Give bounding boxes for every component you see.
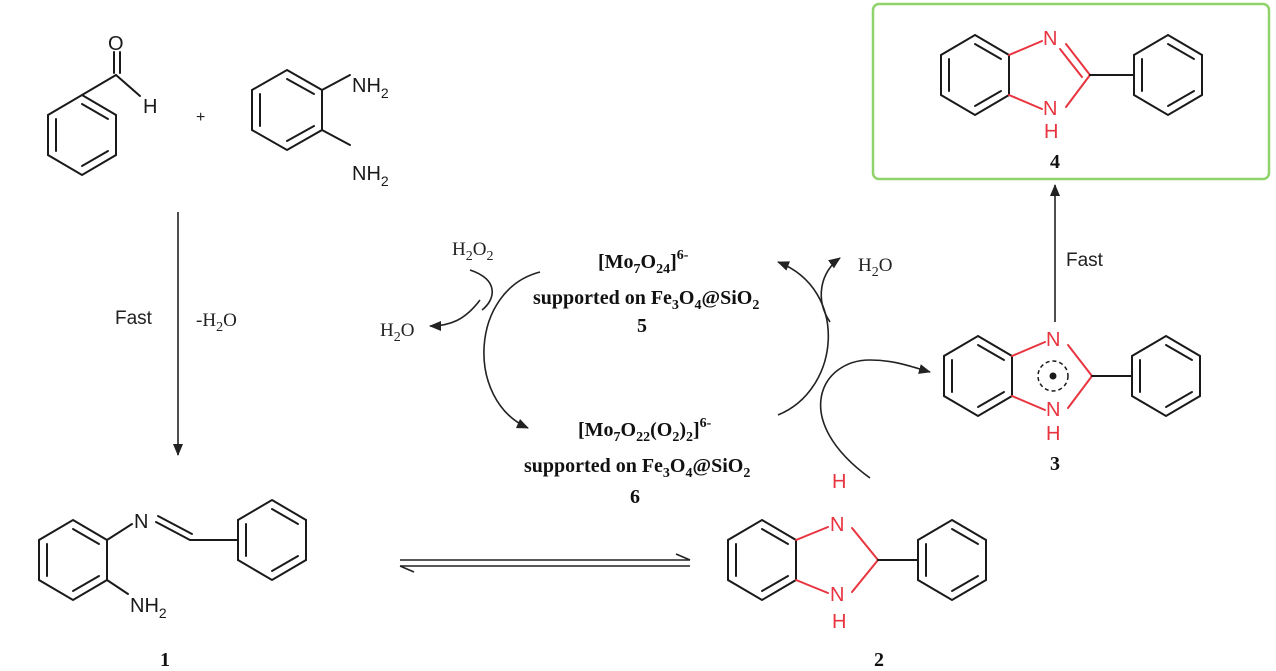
- nh-bottom-h: H: [832, 611, 846, 633]
- product-n-bottom: N: [1043, 98, 1057, 120]
- product-box: [871, 2, 1271, 181]
- compound-4: N N H: [940, 28, 1203, 143]
- o-phenylenediamine: NH2 NH2: [251, 68, 389, 189]
- compound-number-3: 3: [1050, 453, 1060, 475]
- arrow-label-water: -H2O: [196, 310, 237, 335]
- nh2-top-label: NH2: [352, 75, 389, 101]
- catalyst-5-support: supported on Fe3O4@SiO2: [533, 287, 759, 313]
- plus-sign: +: [196, 109, 205, 126]
- h2o-left-label: H2O: [380, 320, 414, 345]
- oxidation-arc: [819, 359, 931, 479]
- h2o2-input-arc: [469, 269, 494, 311]
- nh-top-n: N: [830, 514, 844, 536]
- imine-n-label: N: [134, 511, 148, 533]
- compound-number-4: 4: [1050, 151, 1060, 173]
- catalyst-6-support: supported on Fe3O4@SiO2: [524, 455, 750, 481]
- h2o-right-output-arc: [820, 257, 841, 323]
- radical-h-bottom: H: [1046, 423, 1060, 445]
- catalytic-cycle: H2O2 H2O H2O [Mo7O24]6- supported on Fe3…: [380, 239, 931, 508]
- radical-n-top: N: [1046, 329, 1060, 351]
- equilibrium-arrows: [399, 553, 691, 573]
- h2o-right-label: H2O: [858, 255, 892, 280]
- oxygen-label: O: [108, 33, 124, 55]
- product-n-top: N: [1043, 28, 1057, 50]
- compound-number-5: 5: [637, 315, 647, 337]
- compound-number-6: 6: [630, 486, 640, 508]
- nh2-bottom-label: NH2: [352, 163, 389, 189]
- arrow-label-fast: Fast: [115, 308, 153, 329]
- arrow-up-label: Fast: [1066, 250, 1104, 271]
- nh-top-h: H: [832, 471, 846, 493]
- radical-n-bottom: N: [1046, 399, 1060, 421]
- nh2-label: NH2: [130, 595, 167, 621]
- compound-1: N NH2: [38, 498, 307, 621]
- benzaldehyde: O H: [47, 33, 157, 177]
- nh-bottom-n: N: [830, 584, 844, 606]
- compound-number-2: 2: [874, 649, 884, 671]
- hydrogen-label: H: [143, 96, 157, 118]
- cycle-arc-right: [777, 261, 830, 416]
- compound-3: N N H: [943, 329, 1201, 445]
- catalyst-6-formula: [Mo7O22(O2)2]6-: [578, 416, 712, 445]
- h2o2-label: H2O2: [452, 239, 493, 264]
- compound-number-1: 1: [160, 649, 170, 671]
- product-h-bottom: H: [1044, 121, 1058, 143]
- catalyst-5-formula: [Mo7O24]6-: [598, 248, 689, 277]
- h2o-left-output-arc: [429, 299, 481, 331]
- cycle-arc-left: [483, 271, 541, 429]
- compound-2: H N N H: [727, 471, 987, 633]
